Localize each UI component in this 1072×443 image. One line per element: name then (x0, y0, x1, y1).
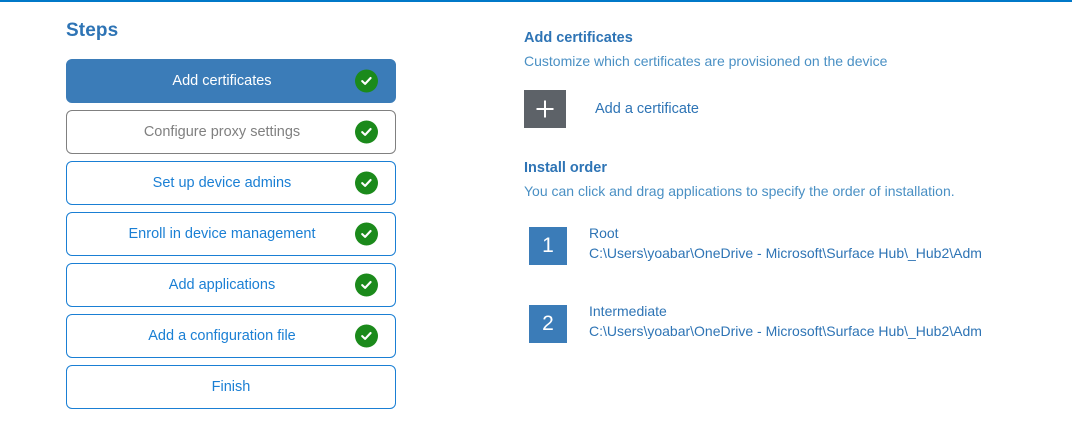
order-item-path: C:\Users\yoabar\OneDrive - Microsoft\Sur… (589, 323, 982, 340)
check-circle-icon (355, 69, 378, 93)
plus-icon (524, 90, 566, 129)
add-certificate-label: Add a certificate (595, 101, 699, 118)
check-circle-icon (355, 222, 378, 246)
install-order-title: Install order (524, 160, 607, 177)
check-circle-icon (355, 273, 378, 297)
order-item-name: Root (589, 225, 619, 242)
step-label: Enroll in device management (128, 225, 316, 242)
step-button-5[interactable]: Add a configuration file (66, 314, 396, 358)
step-label: Add a configuration file (148, 327, 296, 344)
check-circle-icon (355, 324, 378, 348)
step-label: Configure proxy settings (143, 123, 301, 140)
check-circle-icon (355, 171, 378, 195)
detail-title: Add certificates (524, 30, 633, 46)
detail-subtitle: Customize which certificates are provisi… (524, 53, 888, 69)
order-item-path: C:\Users\yoabar\OneDrive - Microsoft\Sur… (589, 245, 982, 262)
step-button-2[interactable]: Set up device admins (66, 161, 396, 205)
top-accent-rule (0, 0, 1072, 2)
detail-panel: Add certificates Customize which certifi… (524, 30, 1072, 383)
install-order-subtitle: You can click and drag applications to s… (524, 183, 955, 200)
step-button-4[interactable]: Add applications (66, 263, 396, 307)
order-number-badge: 2 (529, 305, 567, 344)
step-button-0[interactable]: Add certificates (66, 59, 396, 103)
step-button-1[interactable]: Configure proxy settings (66, 110, 396, 154)
step-label: Add applications (168, 276, 276, 293)
step-label: Set up device admins (152, 174, 292, 191)
step-button-6[interactable]: Finish (66, 365, 396, 409)
steps-heading: Steps (66, 20, 119, 41)
add-certificate-button[interactable]: Add a certificate (524, 90, 764, 129)
step-label: Finish (211, 378, 251, 395)
order-item-name: Intermediate (589, 303, 667, 320)
install-order-section: Install order You can click and drag app… (524, 160, 1072, 344)
step-button-3[interactable]: Enroll in device management (66, 212, 396, 256)
step-label: Add certificates (172, 72, 272, 89)
order-number-badge: 1 (529, 227, 567, 266)
check-circle-icon (355, 120, 378, 144)
